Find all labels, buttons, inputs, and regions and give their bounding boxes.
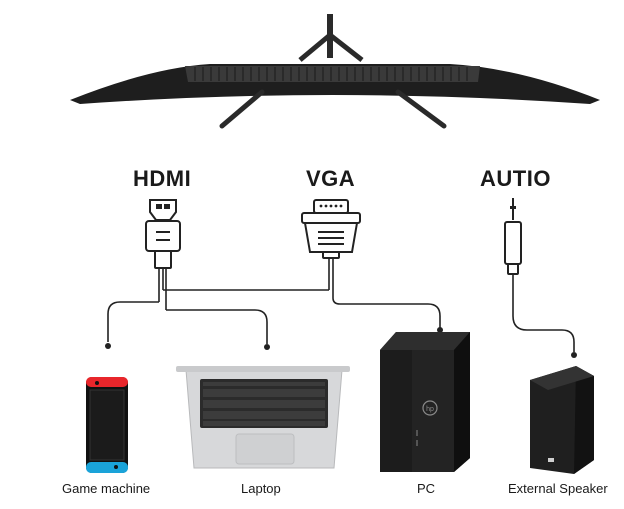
svg-text:hp: hp	[426, 406, 434, 413]
monitor-leg-left	[219, 89, 265, 129]
speaker-icon	[530, 366, 594, 474]
vga-label: VGA	[306, 166, 356, 191]
monitor-leg-right	[395, 89, 447, 129]
vga-connector-icon	[301, 199, 361, 259]
game-machine-label: Game machine	[62, 481, 151, 496]
audio-jack-icon	[504, 198, 522, 275]
curved-monitor	[70, 14, 600, 129]
game-machine-icon	[86, 377, 128, 473]
pc-label: PC	[417, 481, 436, 496]
laptop-label: Laptop	[241, 481, 281, 496]
laptop-icon	[176, 366, 350, 469]
hdmi-label: HDMI	[133, 166, 192, 191]
monitor-vent	[185, 66, 480, 82]
cable-end-dots	[105, 327, 577, 358]
audio-label: AUTIO	[480, 166, 551, 191]
pc-tower-icon: hp	[380, 332, 470, 472]
speaker-label: External Speaker	[508, 481, 608, 496]
cable-lines	[107, 256, 575, 352]
monitor-stand-brace	[298, 33, 364, 62]
hdmi-connector-icon	[145, 199, 181, 269]
